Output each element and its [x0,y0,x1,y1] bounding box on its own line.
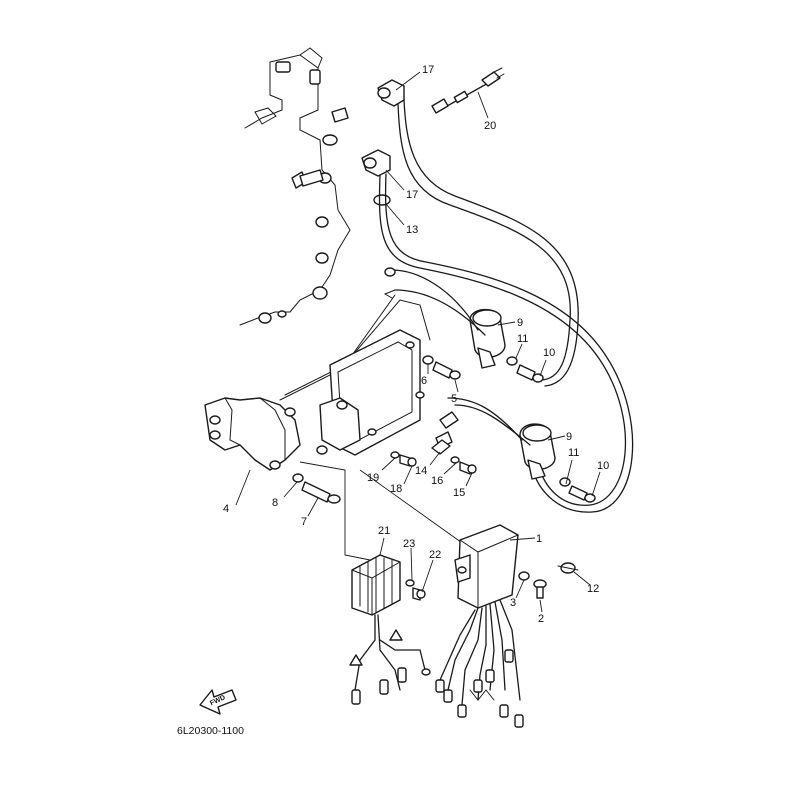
callout-8: 8 [272,497,278,509]
callout-11-upper: 11 [517,333,528,345]
callout-5: 5 [451,393,457,405]
callout-3: 3 [510,597,516,609]
fwd-arrow-icon: FWD [199,689,237,715]
engine-block [239,47,351,326]
spark-plug-cap-lower [361,149,391,177]
terminal-lead-20 [431,67,505,114]
callout-6: 6 [421,375,427,387]
callout-10-lower: 10 [597,460,609,472]
callout-13: 13 [406,224,418,236]
washer-11-lower [559,477,571,487]
callout-9-upper: 9 [517,317,523,329]
callout-10-upper: 10 [543,347,555,359]
ignition-coil-upper [383,267,506,369]
high-tension-wire-lower-b [384,173,634,513]
bolt-5 [432,361,461,380]
callout-17-lower: 17 [406,189,418,201]
callout-leaders [235,71,601,613]
callout-2: 2 [538,613,544,625]
drawing-code: 6L20300-1100 [177,725,244,737]
callout-12: 12 [587,583,599,595]
washer-19 [390,451,400,459]
guide-line-plate [299,461,346,520]
high-tension-wire-upper-b [403,99,579,387]
high-tension-wire-lower [378,174,627,506]
cdi-mounting-plate [316,329,425,456]
high-tension-wire-upper [397,103,571,381]
bolt-15 [459,461,477,475]
callout-16: 16 [431,475,443,487]
callout-4: 4 [223,503,229,515]
washer-11-upper [506,356,518,366]
washer-3 [518,571,530,581]
washer-16 [450,456,460,464]
callout-21: 21 [378,525,390,537]
screw-2 [533,579,547,599]
washer-23 [405,579,415,587]
bolt-22 [412,587,426,601]
callout-15: 15 [453,487,465,499]
guide-line-cdi [359,469,466,546]
bolt-18 [399,454,417,467]
callout-18: 18 [390,483,402,495]
rectifier-regulator-21 [349,554,431,705]
callout-numbers: 1 2 3 4 5 6 7 8 9 9 10 10 11 11 12 13 14… [223,64,609,625]
callout-9-lower: 9 [566,431,572,443]
bolt-7 [301,481,341,504]
callout-23: 23 [403,538,415,550]
callout-14: 14 [415,465,427,477]
bolt-10-lower [568,485,596,503]
bolt-10-upper [516,364,544,383]
callout-11-lower: 11 [568,447,579,459]
callout-17-upper: 17 [422,64,434,76]
callout-20: 20 [484,120,496,132]
washer-8 [292,473,304,483]
grommet-13 [373,194,391,206]
callout-7: 7 [301,516,307,528]
callout-1: 1 [536,533,542,545]
ignition-coil-lower [435,397,556,480]
cdi-unit-1 [435,524,524,728]
guide-line-rectifier [344,520,371,561]
spark-plug-cap-upper [377,79,405,107]
callout-22: 22 [429,549,441,561]
clip-12 [557,562,579,574]
callout-19: 19 [367,472,379,484]
washer-6 [422,355,434,365]
clamp-14 [431,439,451,455]
